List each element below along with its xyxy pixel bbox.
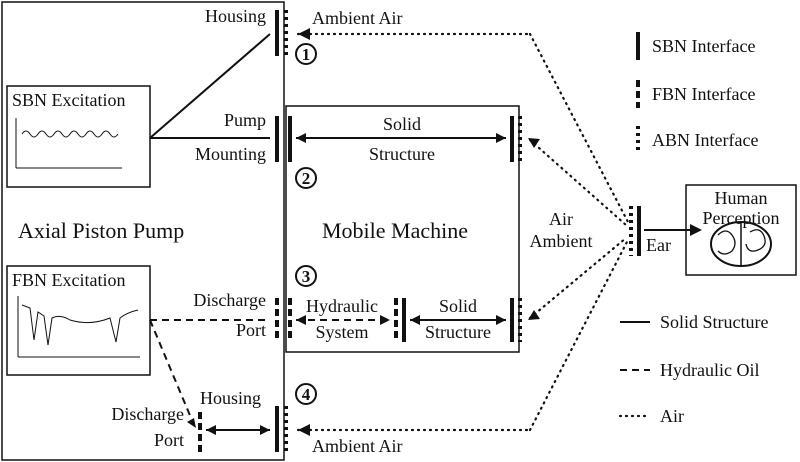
legend-air-label: Air: [660, 406, 684, 426]
hydraulic-label: Hydraulic: [306, 296, 378, 316]
housing-top-label: Housing: [205, 6, 266, 26]
human-perception-box: [685, 184, 797, 276]
ambient-air-bottom-label: Ambient Air: [312, 436, 403, 456]
housing-bottom-label: Housing: [200, 388, 261, 408]
port-bottom-label: Port: [154, 430, 184, 450]
legend-fbn-label: FBN Interface: [652, 84, 755, 104]
marker-2: 2: [295, 167, 317, 189]
mounting-label: Mounting: [195, 144, 266, 164]
svg-text:2: 2: [302, 169, 311, 188]
discharge-mid-label: Discharge: [193, 290, 266, 310]
legend-solid-label: Solid Structure: [660, 312, 769, 332]
legend-abn-label: ABN Interface: [652, 130, 758, 150]
air-path-top-diagonal: [528, 32, 630, 224]
hydraulic-path-to-discharge-bottom: [149, 319, 195, 426]
marker-1: 1: [295, 43, 317, 65]
svg-text:3: 3: [302, 267, 311, 286]
discharge-bottom-label: Discharge: [111, 404, 184, 424]
ambient-label: Ambient: [530, 231, 593, 251]
air-path-bottom-diagonal: [528, 238, 630, 432]
axial-piston-pump-label: Axial Piston Pump: [18, 218, 184, 243]
port-mid-label: Port: [236, 320, 266, 340]
fbn-excitation-title: FBN Excitation: [12, 270, 126, 290]
legend: SBN Interface FBN Interface ABN Interfac…: [618, 32, 769, 426]
axial-piston-pump-region: [1, 1, 285, 461]
mobile-machine-label: Mobile Machine: [322, 218, 468, 243]
solid-path-to-housing: [149, 33, 271, 139]
perception-label: Perception: [703, 208, 780, 228]
mobile-machine-region: [285, 105, 520, 353]
svg-text:4: 4: [302, 385, 311, 404]
structure-bottom-label: Structure: [425, 322, 491, 342]
marker-3: 3: [295, 265, 317, 287]
sbn-excitation-panel: SBN Excitation: [6, 85, 151, 188]
ambient-air-top-label: Ambient Air: [312, 8, 403, 28]
svg-text:1: 1: [302, 45, 311, 64]
air-label: Air: [549, 209, 573, 229]
brain-icon: [710, 221, 772, 267]
system-label: System: [315, 322, 368, 342]
pump-label: Pump: [224, 110, 266, 130]
fbn-excitation-panel: FBN Excitation: [6, 265, 151, 376]
air-path-structure-top: [528, 138, 628, 227]
solid-top-label: Solid: [383, 114, 421, 134]
legend-sbn-label: SBN Interface: [652, 36, 755, 56]
ear-label: Ear: [646, 235, 671, 255]
human-label: Human: [715, 188, 768, 208]
legend-hydraulic-label: Hydraulic Oil: [660, 360, 759, 380]
structure-top-label: Structure: [369, 144, 435, 164]
solid-bottom-label: Solid: [439, 296, 477, 316]
marker-4: 4: [295, 383, 317, 405]
sbn-excitation-title: SBN Excitation: [12, 90, 126, 110]
